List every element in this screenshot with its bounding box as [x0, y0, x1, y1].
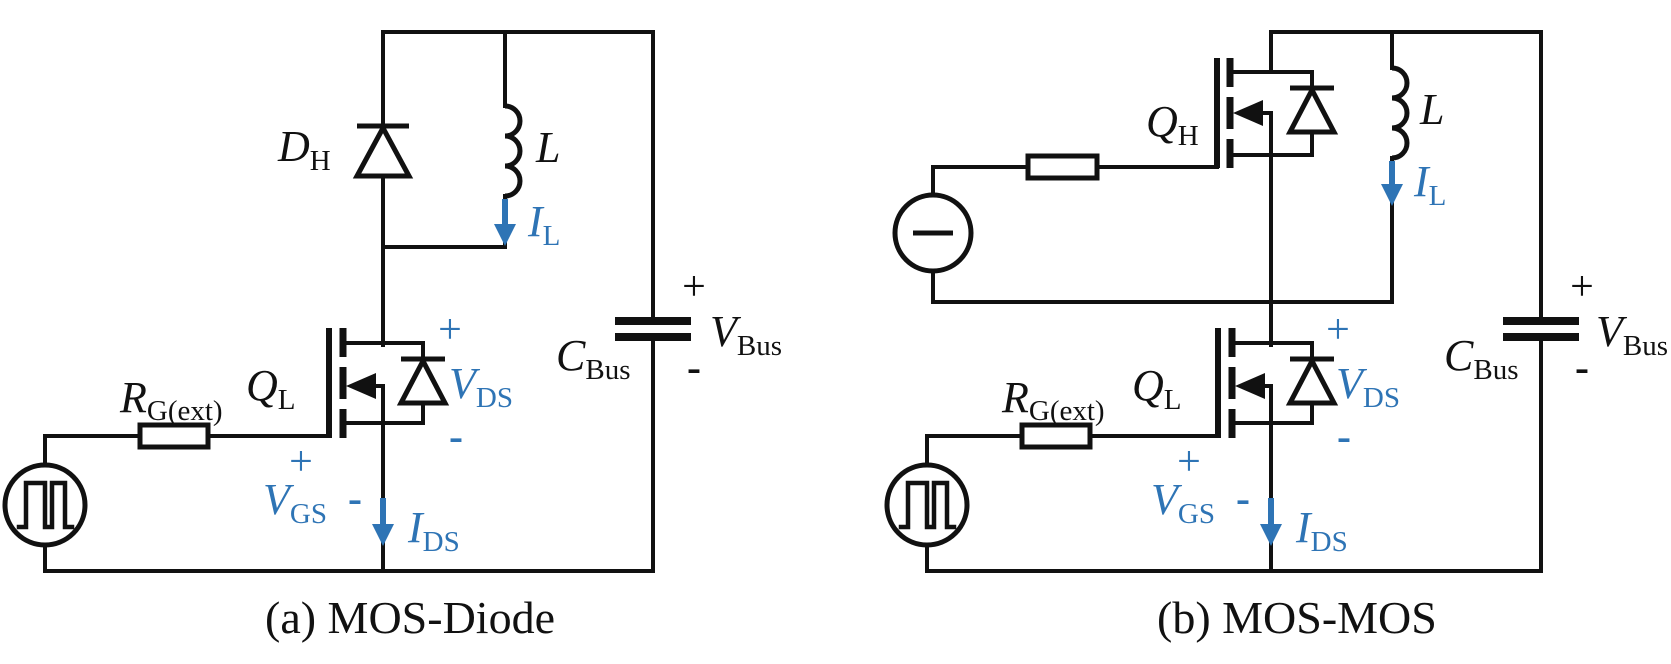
caption-b: (b) MOS-MOS: [1157, 592, 1437, 643]
vgs-minus-sign: -: [1236, 476, 1250, 522]
vds-label: VDS: [1336, 359, 1400, 414]
il-arrow-head: [494, 224, 516, 246]
gate-drive-wire-left: [43, 434, 142, 469]
mosfet-label: QL: [1132, 361, 1182, 416]
inductor-current-arrow-icon: [1381, 161, 1403, 206]
vds-label: VDS: [449, 359, 513, 414]
gate-resistor-symbol: [1019, 422, 1093, 450]
vds-minus-sign: -: [1337, 414, 1351, 460]
bus-capacitor-symbol: [1503, 317, 1579, 341]
diode-label: DH: [277, 122, 331, 177]
drain-current-arrow-icon: [1260, 498, 1282, 546]
bus-cap-label: CBus: [1444, 331, 1519, 386]
vds-plus-sign: +: [438, 307, 462, 353]
vds-minus-sign: -: [449, 414, 463, 460]
il-arrow-head: [1381, 184, 1403, 206]
double-pulse-waveform-icon: [16, 480, 75, 530]
ids-label: IDS: [407, 503, 460, 558]
bus-minus-sign: -: [687, 345, 701, 391]
vgs-plus-sign: +: [289, 439, 313, 485]
vgs-plus-sign: +: [1177, 439, 1201, 485]
drain-current-arrow-icon: [372, 498, 394, 546]
ids-arrow-head: [1260, 524, 1282, 546]
mosfet-body-stub: [1259, 111, 1273, 157]
double-pulse-waveform-icon: [898, 480, 957, 530]
ids-arrow-head: [372, 524, 394, 546]
caption-a: (a) MOS-Diode: [265, 592, 555, 643]
pulse-source-icon: [2, 462, 88, 548]
bus-plus-sign: +: [1570, 264, 1594, 310]
bus-voltage-label: VBus: [1596, 307, 1668, 362]
bus-plus-sign: +: [682, 264, 706, 310]
gate-resistor-symbol: [137, 422, 211, 450]
ids-label: IDS: [1295, 503, 1348, 558]
circuit-b: QH L IL CBus VBus + - QL VDS + - VGS + -…: [884, 30, 1668, 643]
gate-drive-wire-left: [925, 434, 1024, 469]
bus-minus-sign: -: [1575, 345, 1589, 391]
gate-resistor-label: RG(ext): [119, 373, 223, 427]
bus-cap-label: CBus: [556, 331, 631, 386]
inductor-current-arrow-icon: [494, 199, 516, 246]
freewheel-diode-symbol: [352, 122, 414, 179]
inductor-label: L: [1419, 85, 1444, 134]
hs-mosfet-label: QH: [1146, 97, 1199, 152]
hs-gate-resistor-symbol: [1025, 153, 1100, 181]
vgs-label: VGS: [1151, 475, 1215, 530]
inductor-current-label: IL: [527, 197, 560, 252]
low-side-mosfet-symbol: [326, 328, 450, 438]
mosfet-body-arrow-icon: [346, 373, 376, 399]
inductor-current-label: IL: [1413, 157, 1446, 212]
vgs-label: VGS: [263, 475, 327, 530]
bus-voltage-label: VBus: [710, 307, 782, 362]
low-side-mosfet-symbol: [1215, 328, 1339, 438]
inductor-symbol: [1391, 65, 1410, 161]
hs-gate-wire-left: [931, 165, 1030, 197]
diode-triangle: [352, 122, 414, 179]
inductor-label: L: [535, 123, 560, 172]
mosfet-body-arrow-icon: [1233, 100, 1263, 126]
vgs-minus-sign: -: [348, 476, 362, 522]
vds-plus-sign: +: [1326, 307, 1350, 353]
inductor-symbol: [504, 103, 523, 199]
circuit-a: DH L IL CBus VBus + - QL VDS + - VGS + -…: [2, 30, 782, 643]
mosfet-body-stub: [1261, 384, 1273, 425]
bus-capacitor-symbol: [615, 317, 691, 341]
high-side-mosfet-symbol: [1214, 58, 1339, 168]
mosfet-body-arrow-icon: [1235, 373, 1265, 399]
mosfet-body-stub: [372, 384, 385, 425]
dc-source-icon: [892, 192, 974, 274]
pulse-source-icon: [884, 462, 970, 548]
mosfet-label: QL: [246, 361, 296, 416]
gate-resistor-label: RG(ext): [1001, 373, 1105, 427]
